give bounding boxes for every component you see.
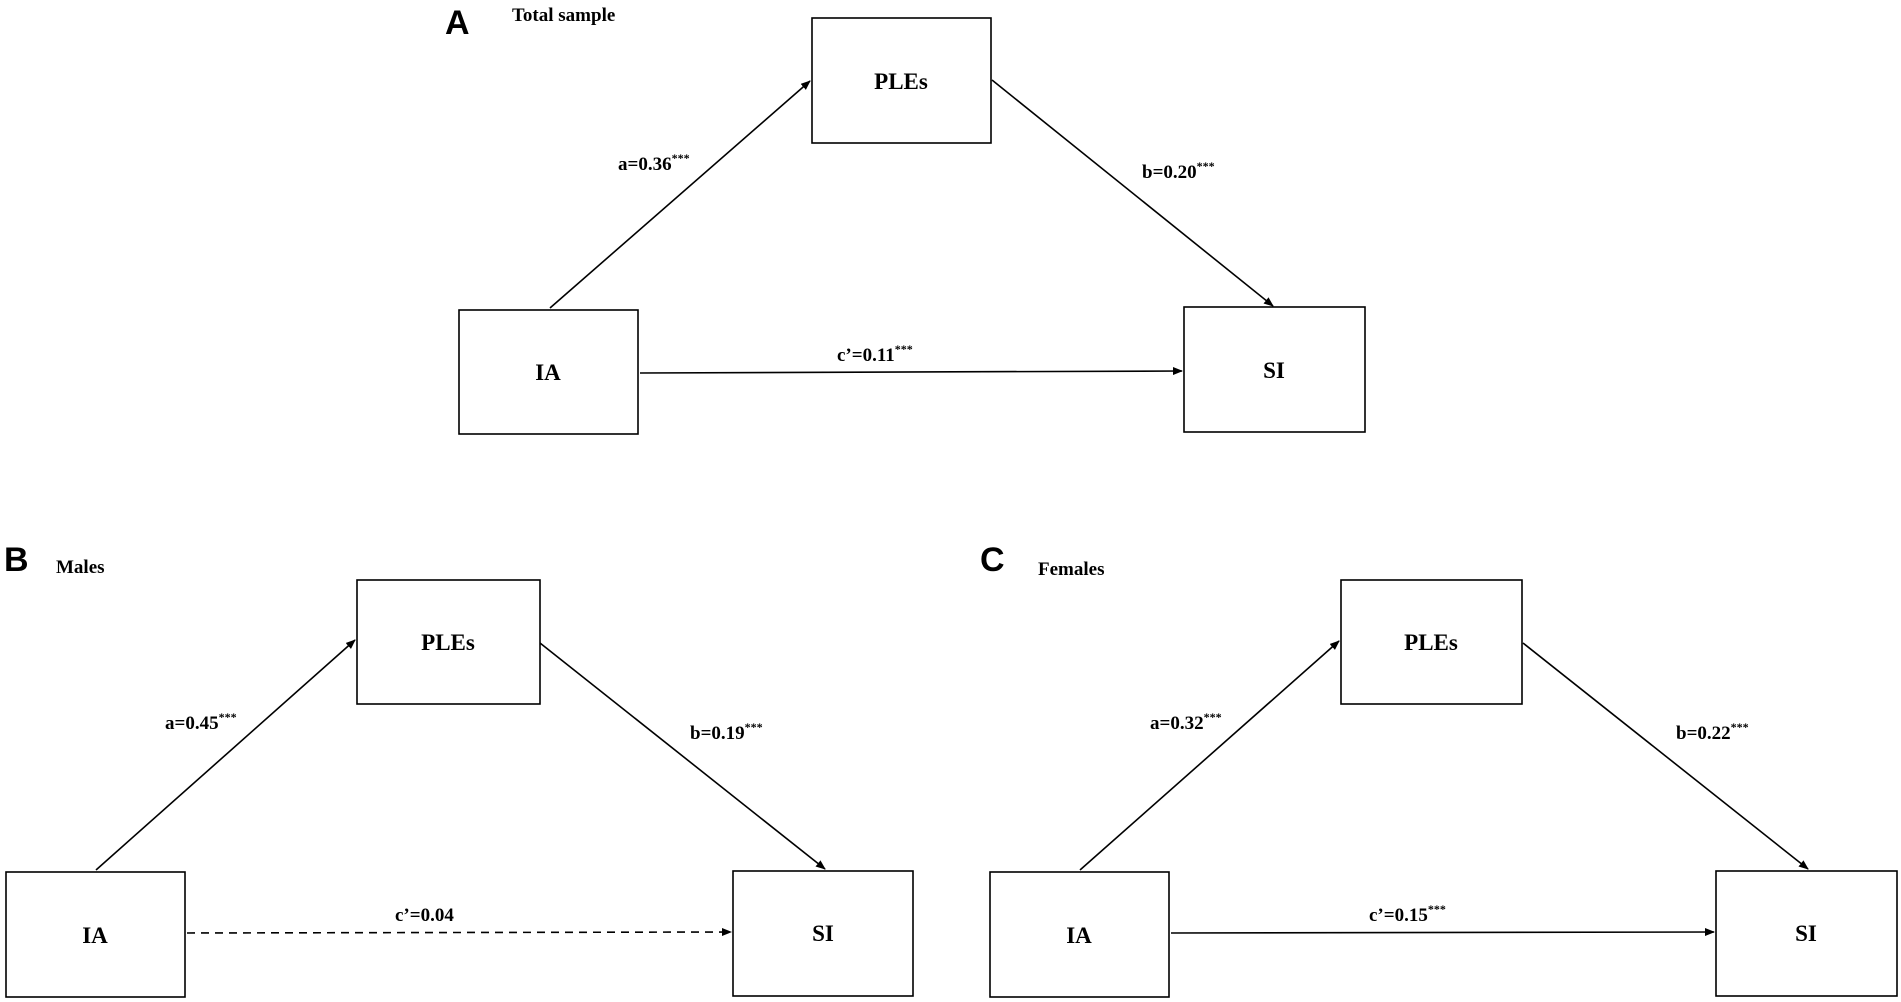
panel-a-predictor-box [458,309,639,435]
panel-c-mediator-box [1340,579,1523,705]
panel-b-path-a-label: a=0.45*** [165,710,237,734]
panel-c-path-a-label: a=0.32*** [1150,710,1222,734]
panel-b-path-b-arrow [539,642,826,870]
panel-a-letter: A [445,4,470,42]
panel-c-path-c-label: c’=0.15*** [1369,902,1446,926]
panel-b-title: Males [56,557,105,578]
panel-c-letter: C [980,541,1005,579]
panel-b-mediator-box [356,579,541,705]
panel-c: C Females PLEs IA SI a=0.32*** b=0.22***… [980,541,1898,998]
panel-b-predictor-label: IA [82,923,108,948]
panel-c-predictor-label: IA [1066,923,1092,948]
panel-c-mediator-label: PLEs [1404,630,1458,655]
panel-a-path-a-label: a=0.36*** [618,151,690,175]
panel-a-path-c-arrow [639,367,1183,376]
panel-a-title: Total sample [512,5,615,26]
panel-a-mediator-label: PLEs [874,69,928,94]
panel-a-outcome-box [1183,306,1366,433]
panel-a-path-b-arrow [991,79,1274,307]
panel-a-path-b-label: b=0.20*** [1142,159,1215,183]
panel-c-path-a-arrow [1079,640,1340,871]
panel-b: B Males PLEs IA SI a=0.45*** b=0.19*** c… [4,541,914,998]
panel-c-predictor-box [989,871,1170,998]
panel-b-letter: B [4,541,29,579]
panel-b-predictor-box [5,871,186,998]
panel-a-predictor-label: IA [535,360,561,385]
panel-b-mediator-label: PLEs [421,630,475,655]
panel-b-path-c-label: c’=0.04 [395,905,454,926]
panel-c-path-c-arrow [1170,928,1715,937]
panel-b-path-a-arrow [95,639,356,871]
panel-c-title: Females [1038,559,1104,580]
panel-c-outcome-label: SI [1795,921,1817,946]
panel-b-outcome-label: SI [812,921,834,946]
panel-c-path-b-label: b=0.22*** [1676,720,1749,744]
panel-a-path-a-arrow [549,80,811,309]
panel-a-outcome-label: SI [1263,358,1285,383]
panel-c-path-b-arrow [1522,642,1809,870]
panel-c-outcome-box [1715,870,1898,997]
panel-a: A Total sample PLEs IA SI a=0.36*** b=0.… [445,4,1366,435]
panel-b-outcome-box [732,870,914,997]
panel-b-path-c-arrow [186,928,732,937]
panel-a-path-c-label: c’=0.11*** [837,342,913,366]
panel-a-mediator-box [811,17,992,144]
panel-b-path-b-label: b=0.19*** [690,720,763,744]
